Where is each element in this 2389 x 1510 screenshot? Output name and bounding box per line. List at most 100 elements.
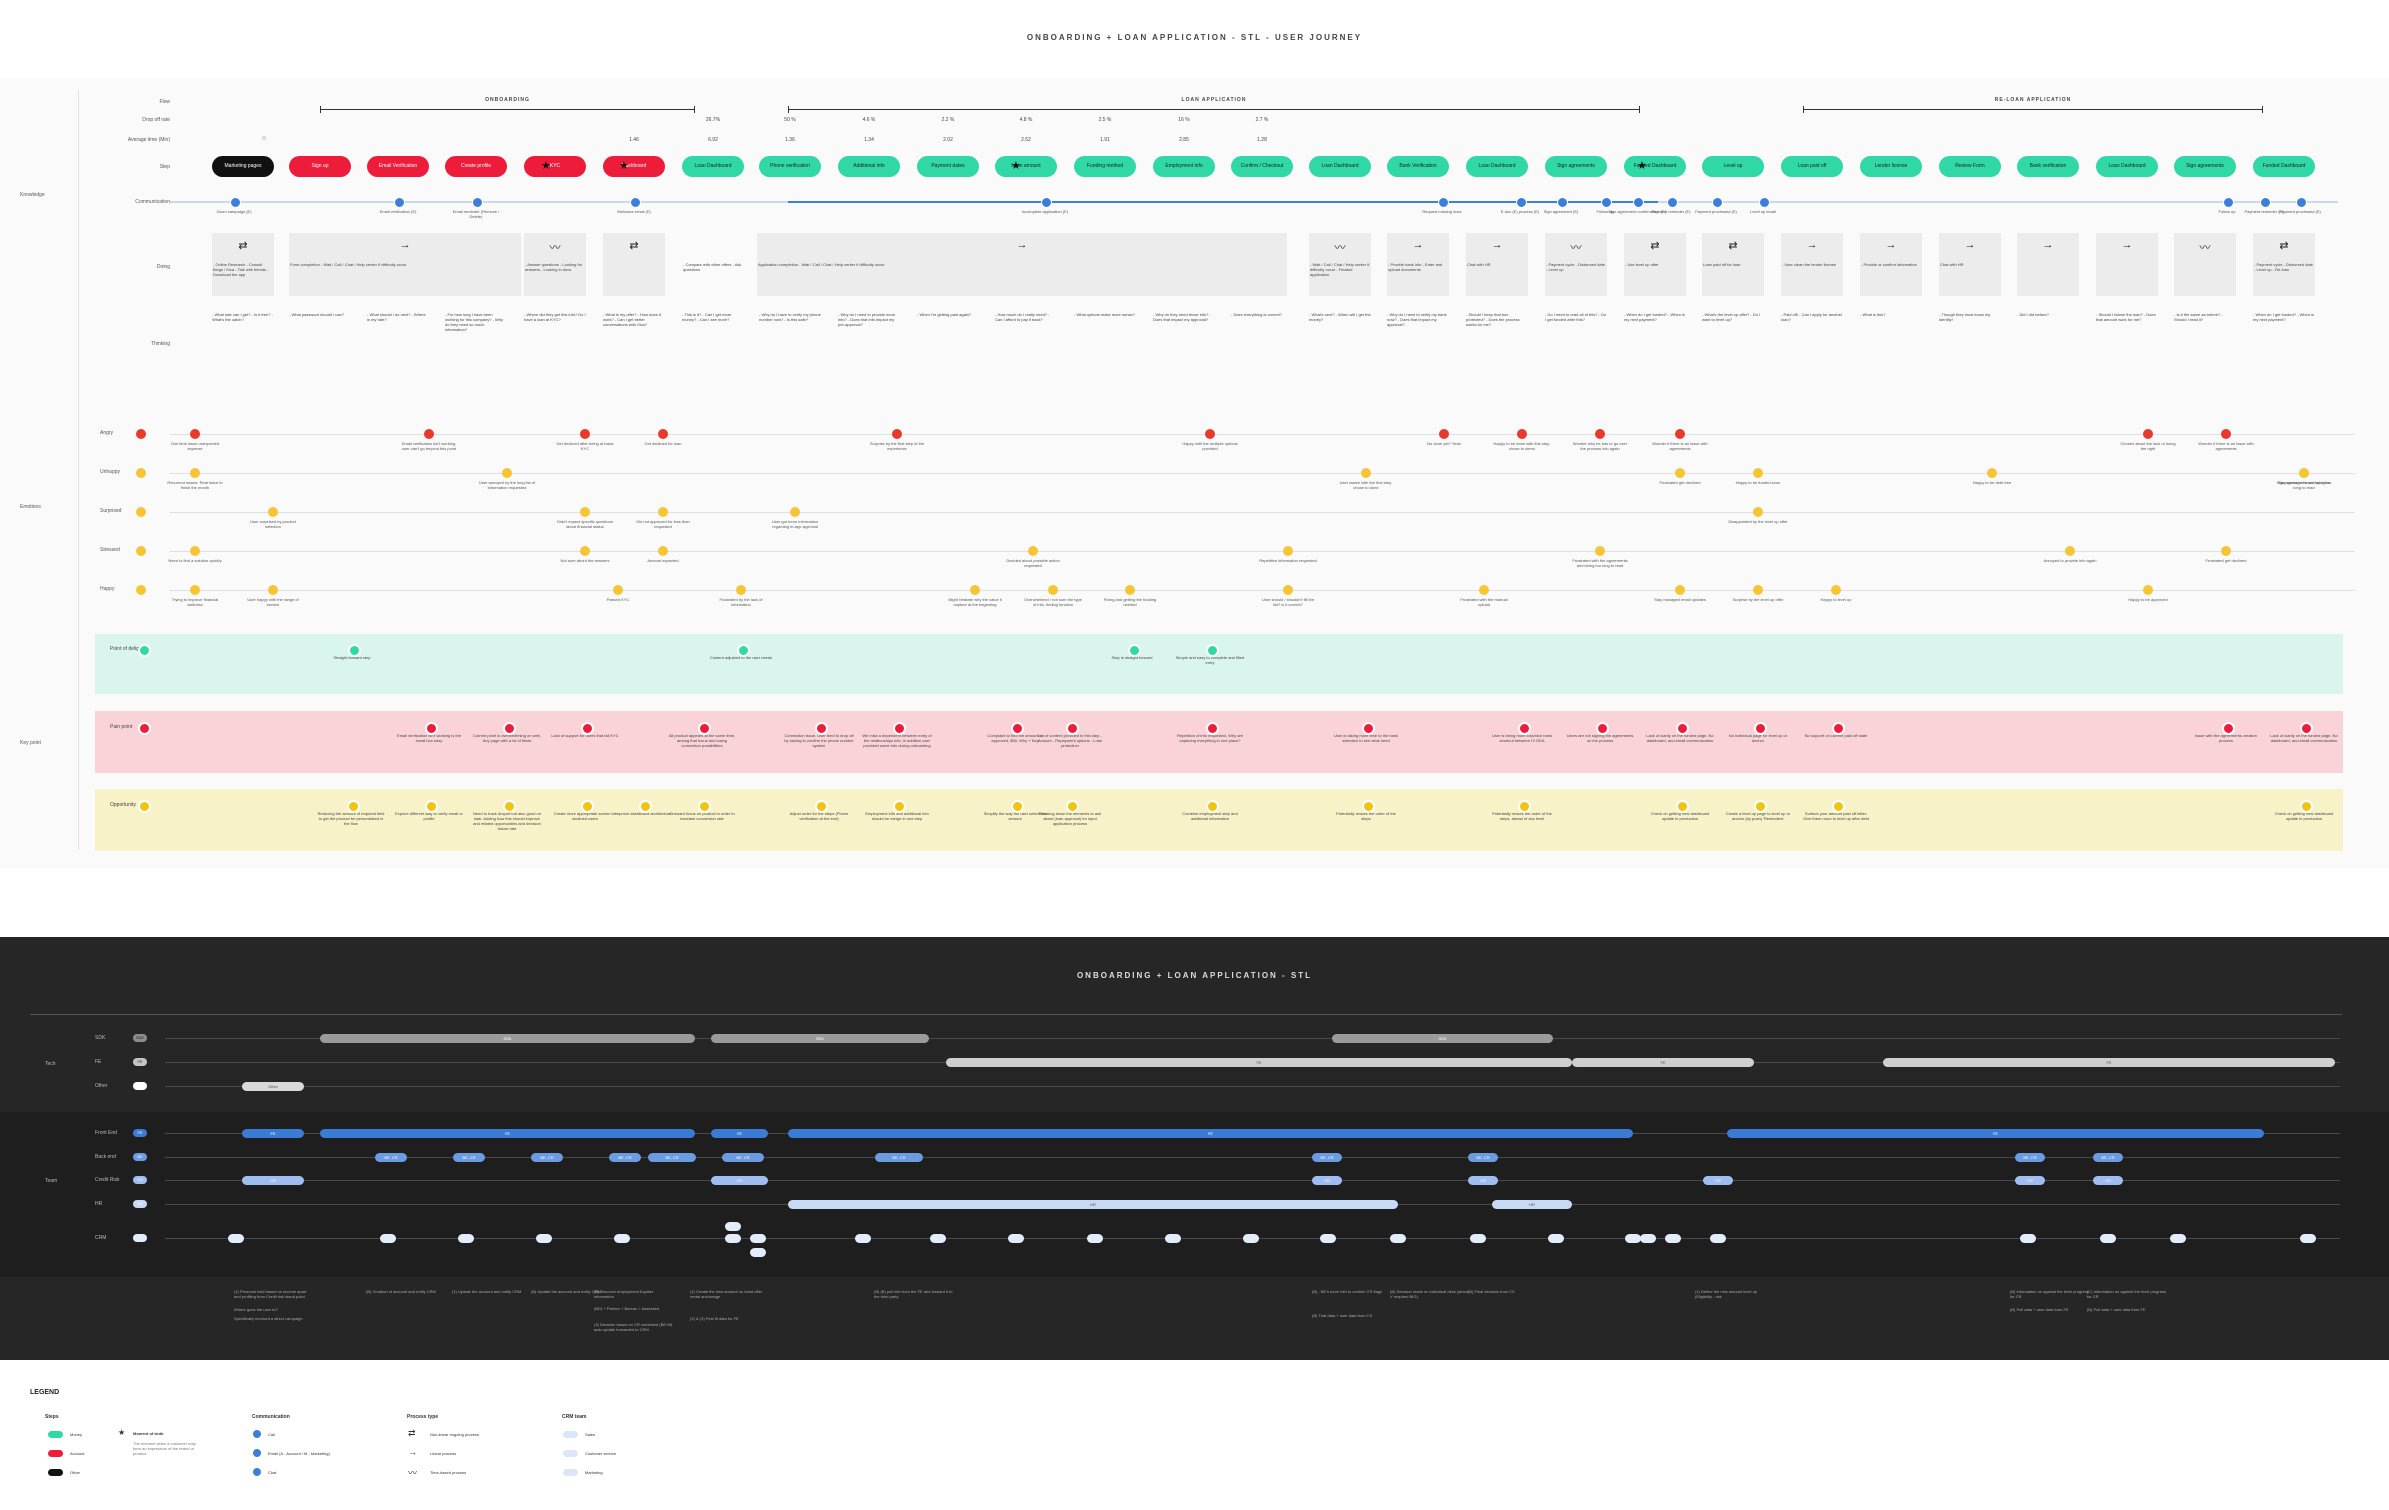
emotion-note: Happy to be approved	[2128, 597, 2168, 602]
emotion-face-icon	[2221, 546, 2231, 556]
crm-touchpoint	[1008, 1234, 1024, 1243]
process-icon: →	[1806, 239, 1818, 251]
step-pill[interactable]: Sign agreements	[1545, 156, 1607, 177]
timeline-bar: BE, CR	[1468, 1153, 1498, 1162]
opportunity-dot	[1206, 800, 1219, 813]
step-pill[interactable]: Dashboard	[603, 156, 665, 177]
emotion-note: Fixing and getting the funding needed	[1103, 597, 1157, 607]
email-icon[interactable]	[1041, 197, 1052, 208]
email-icon[interactable]	[394, 197, 405, 208]
step-pill[interactable]: Sign up	[289, 156, 351, 177]
emotion-note: Frustrated with the agreements and being…	[1572, 558, 1628, 568]
process-icon: 〰	[1570, 242, 1582, 254]
step-pill[interactable]: Loan Dashboard	[1309, 156, 1371, 177]
angry-face-icon	[2221, 429, 2231, 439]
step-pill[interactable]: Marketing pages	[212, 156, 274, 177]
angry-face-icon	[658, 429, 668, 439]
crm-touchpoint	[1470, 1234, 1486, 1243]
timeline-bar: CR	[711, 1176, 768, 1185]
team-note: (C) Information on against the level pro…	[2087, 1289, 2166, 1299]
legend-item: Money	[70, 1432, 83, 1437]
step-pill[interactable]: Funded Dashboard	[2253, 156, 2315, 177]
email-icon[interactable]	[2296, 197, 2307, 208]
email-icon[interactable]	[630, 197, 641, 208]
opportunity-dot	[581, 800, 594, 813]
step-pill[interactable]: Loan Dashboard	[1466, 156, 1528, 177]
timeline-bar: BE, CR	[375, 1153, 407, 1162]
doing-card: ⇄	[212, 233, 274, 296]
opportunity-note: Combine employment step and additional i…	[1182, 811, 1238, 821]
delight-band	[95, 634, 2343, 694]
step-pill[interactable]: Review Form	[1939, 156, 2001, 177]
doing-card: 〰	[1309, 233, 1371, 296]
emotion-note: Overwhelmed / not sure the type of info,…	[1024, 597, 1082, 607]
step-pill[interactable]: Employment info	[1153, 156, 1215, 177]
process-icon: 〰	[2199, 242, 2211, 254]
step-pill[interactable]: Bank Verification	[1387, 156, 1449, 177]
pain-dot	[2300, 722, 2313, 735]
step-pill[interactable]: Level up	[1702, 156, 1764, 177]
legend-item: Marketing	[585, 1470, 603, 1475]
linear-process-icon: →	[408, 1447, 417, 1457]
step-pill[interactable]: Loan paid off	[1781, 156, 1843, 177]
crm-touchpoint	[228, 1234, 244, 1243]
email-icon[interactable]	[1633, 197, 1644, 208]
timeline-bar: BE, CR	[875, 1153, 923, 1162]
email-icon[interactable]	[1759, 197, 1770, 208]
emotion-note: User got more information regarding in-a…	[771, 519, 819, 529]
clock-icon: ○	[261, 135, 267, 142]
opportunity-band	[95, 789, 2343, 851]
doing-text: - Use level up offer	[1625, 262, 1659, 267]
call-icon	[253, 1430, 261, 1438]
team-row-badge: FE	[133, 1129, 147, 1137]
step-pill[interactable]: Phone verification	[759, 156, 821, 177]
step-pill[interactable]: Bank verification	[2017, 156, 2079, 177]
timeline-bar: BE, CR	[2015, 1153, 2045, 1162]
section-divider	[78, 90, 79, 850]
email-icon[interactable]	[1667, 197, 1678, 208]
email-icon[interactable]	[2260, 197, 2271, 208]
emotion-note: Wonder why he has to go over the process…	[1572, 441, 1628, 451]
email-icon[interactable]	[1601, 197, 1612, 208]
thinking-text: - How much do I really need? - Can I aff…	[995, 312, 1050, 322]
email-icon[interactable]	[1712, 197, 1723, 208]
step-pill[interactable]: Funding method	[1074, 156, 1136, 177]
email-icon[interactable]	[230, 197, 241, 208]
step-pill[interactable]: Additional info	[838, 156, 900, 177]
team-note: (3) Decision based on CR combined (BE+B)…	[594, 1322, 673, 1332]
step-pill[interactable]: Confirm / Checkout	[1231, 156, 1293, 177]
step-pill[interactable]: Loan Dashboard	[2096, 156, 2158, 177]
timeline-track	[165, 1038, 2340, 1039]
email-icon[interactable]	[472, 197, 483, 208]
step-pill[interactable]: Loan Dashboard	[682, 156, 744, 177]
group-label-tech: Tech	[45, 1061, 56, 1067]
opportunity-dot	[347, 800, 360, 813]
step-pill[interactable]: Email Verification	[367, 156, 429, 177]
step-pill[interactable]: Lender license	[1860, 156, 1922, 177]
dropoff-value: 2.7 %	[1255, 117, 1269, 123]
opportunity-note: Reducing the amount of required field to…	[317, 811, 385, 826]
step-pill[interactable]: Create profile	[445, 156, 507, 177]
step-pill[interactable]: Loan amount	[995, 156, 1057, 177]
step-pill[interactable]: Payment dates	[917, 156, 979, 177]
doing-text: - Answer questions - Looking for answers…	[525, 262, 583, 272]
emotion-face-icon	[1753, 585, 1763, 595]
communication-label: Payment processed (E)	[2279, 209, 2321, 214]
step-pill[interactable]: Sign agreements	[2174, 156, 2236, 177]
row-label-thinking: Thinking	[151, 341, 170, 347]
email-icon[interactable]	[1516, 197, 1527, 208]
email-icon[interactable]	[1557, 197, 1568, 208]
process-icon: ⇄	[238, 240, 248, 252]
emotion-face-icon	[1028, 546, 1038, 556]
emotion-track	[170, 473, 2355, 474]
step-pill[interactable]: KYC	[524, 156, 586, 177]
team-row-label: Back end	[95, 1154, 116, 1160]
emotion-face-icon	[1283, 546, 1293, 556]
pain-note: All product appears at the same time, am…	[668, 733, 736, 748]
team-note: (B) Update the account and notify CRM	[531, 1289, 601, 1294]
step-pill[interactable]: Funded Dashboard	[1624, 156, 1686, 177]
emotion-face-icon	[502, 468, 512, 478]
email-icon[interactable]	[1438, 197, 1449, 208]
emotion-level-label: Surprised	[100, 508, 122, 514]
email-icon[interactable]	[2223, 197, 2234, 208]
